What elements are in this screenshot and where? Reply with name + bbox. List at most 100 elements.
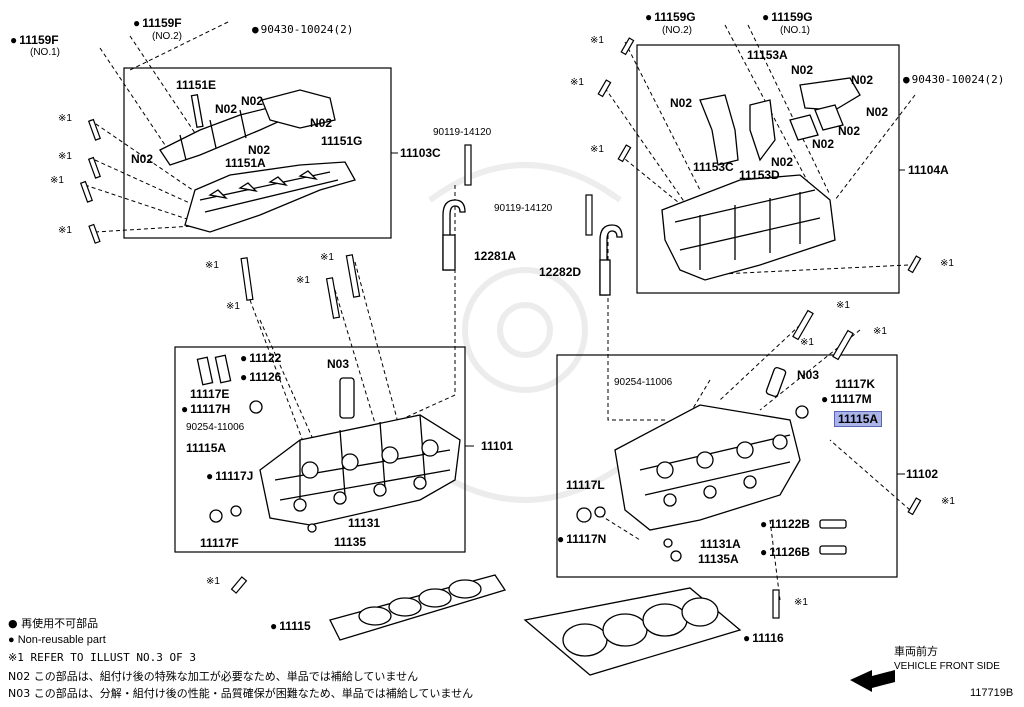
label-11153A[interactable]: 11153A: [747, 48, 788, 62]
ref-mark-14: ※1: [836, 300, 850, 311]
engine-hooks: [442, 199, 623, 296]
legend-n03-code: N03: [8, 687, 31, 700]
ref-mark-12: ※1: [296, 275, 310, 286]
bolts: [79, 37, 922, 619]
label-11159G-no1-sub: (NO.1): [780, 25, 810, 36]
label-90119-b[interactable]: 90119-14120: [494, 203, 553, 214]
label-N03-right[interactable]: N03: [797, 368, 820, 382]
ref-mark-1: ※1: [58, 113, 72, 124]
label-N02-b[interactable]: N02: [241, 94, 264, 108]
cylinder-head-11102: [576, 366, 847, 562]
label-11151A[interactable]: 11151A: [225, 156, 266, 170]
legend-n02-note: N02 この部品は、組付け後の特殊な加工が必要なため、単品では補給していません: [8, 670, 418, 683]
label-11135[interactable]: 11135: [334, 535, 367, 549]
label-11117K[interactable]: 11117K: [835, 377, 876, 391]
label-11117L[interactable]: 11117L: [566, 478, 605, 492]
legend-n02-text: この部品は、組付け後の特殊な加工が必要なため、単品では補給していません: [33, 670, 419, 683]
label-11117J[interactable]: 11117J: [206, 469, 253, 483]
label-11151E[interactable]: 11151E: [176, 78, 217, 92]
label-11159F-no2-sub: (NO.2): [152, 31, 182, 42]
label-11159F-no1[interactable]: 11159F: [10, 33, 58, 47]
label-11117F[interactable]: 11117F: [200, 536, 239, 550]
label-11117N[interactable]: 11117N: [557, 532, 606, 546]
label-11131[interactable]: 11131: [348, 516, 381, 530]
label-90430-right[interactable]: 90430-10024(2): [903, 73, 1005, 87]
ref-mark-9: ※1: [205, 260, 219, 271]
label-N02-l[interactable]: N02: [771, 155, 794, 169]
label-11116[interactable]: 11116: [743, 631, 783, 645]
legend-ref-note: ※1 REFER TO ILLUST NO.3 OF 3: [8, 651, 197, 664]
label-N02-j[interactable]: N02: [838, 124, 861, 138]
label-N02-e[interactable]: N02: [131, 152, 154, 166]
label-11153D[interactable]: 11153D: [739, 168, 780, 182]
gasket-11115: [329, 574, 507, 641]
label-11117H[interactable]: 11117H: [181, 402, 230, 416]
label-N02-g[interactable]: N02: [851, 73, 874, 87]
label-N02-h[interactable]: N02: [670, 96, 693, 110]
label-11126B[interactable]: 11126B: [760, 545, 810, 559]
legend-n02-code: N02: [8, 670, 31, 683]
label-11126[interactable]: 11126: [240, 370, 281, 384]
label-90254-right[interactable]: 90254-11006: [614, 377, 673, 388]
legend-nonreusable-jp: ● 再使用不可部品: [8, 617, 99, 630]
label-11135A[interactable]: 11135A: [698, 552, 739, 566]
ref-mark-2: ※1: [58, 151, 72, 162]
label-11159G-no2[interactable]: 11159G: [645, 10, 695, 24]
ref-mark-5: ※1: [590, 35, 604, 46]
ref-mark-8: ※1: [940, 258, 954, 269]
ref-mark-7: ※1: [590, 144, 604, 155]
label-11103C[interactable]: 11103C: [400, 146, 441, 160]
label-11151G[interactable]: 11151G: [321, 134, 363, 148]
ref-mark-16: ※1: [800, 337, 814, 348]
label-11122B[interactable]: 11122B: [760, 517, 810, 531]
frame-11102: [556, 354, 898, 578]
label-12282D[interactable]: 12282D: [539, 265, 582, 279]
label-11102[interactable]: 11102: [906, 467, 939, 481]
label-11131A[interactable]: 11131A: [700, 537, 741, 551]
legend-n03-text: この部品は、分解・組付け後の性能・品質確保が困難なため、単品では補給していません: [33, 687, 474, 700]
gasket-11116: [523, 587, 742, 676]
label-N02-k[interactable]: N02: [812, 137, 835, 151]
figure-id: 117719B: [970, 687, 1014, 699]
front-arrow-icon: [850, 670, 895, 692]
ref-mark-6: ※1: [570, 77, 584, 88]
dashed-leaders: [84, 21, 916, 601]
cam-housing-11103C: [159, 89, 356, 233]
legend-n03-note: N03 この部品は、分解・組付け後の性能・品質確保が困難なため、単品では補給して…: [8, 687, 473, 700]
label-11104A[interactable]: 11104A: [908, 163, 949, 177]
ref-mark-11: ※1: [320, 252, 334, 263]
ref-mark-17: ※1: [941, 496, 955, 507]
label-90119-a[interactable]: 90119-14120: [433, 127, 492, 138]
label-11115A-right-highlighted[interactable]: 11115A: [834, 411, 883, 427]
label-N02-a[interactable]: N02: [215, 102, 238, 116]
ref-mark-4: ※1: [58, 225, 72, 236]
ref-mark-10: ※1: [226, 301, 240, 312]
frame-11101: [174, 346, 466, 553]
label-N02-i[interactable]: N02: [866, 105, 889, 119]
label-11159G-no1[interactable]: 11159G: [762, 10, 812, 24]
label-90254-left[interactable]: 90254-11006: [186, 422, 245, 433]
label-N02-f[interactable]: N02: [791, 63, 814, 77]
front-label-en: VEHICLE FRONT SIDE: [894, 661, 1000, 672]
label-90430-left[interactable]: 90430-10024(2): [252, 23, 354, 37]
label-12281A[interactable]: 12281A: [474, 249, 517, 263]
label-11117E[interactable]: 11117E: [190, 387, 230, 401]
label-11159F-no2[interactable]: 11159F: [133, 16, 181, 30]
label-11101[interactable]: 11101: [481, 439, 514, 453]
label-11117M[interactable]: 11117M: [821, 392, 871, 406]
label-N02-c[interactable]: N02: [310, 116, 333, 130]
label-11122[interactable]: 11122: [240, 351, 281, 365]
ref-mark-15: ※1: [873, 326, 887, 337]
label-N02-d[interactable]: N02: [248, 143, 271, 157]
ref-mark-18: ※1: [794, 597, 808, 608]
frame-leaders: [391, 152, 905, 475]
ref-mark-3: ※1: [50, 175, 64, 186]
cylinder-head-11101: [196, 354, 461, 533]
label-11153C[interactable]: 11153C: [693, 160, 734, 174]
label-N03-left[interactable]: N03: [327, 357, 350, 371]
label-11115[interactable]: 11115: [270, 619, 310, 633]
label-11115A-left[interactable]: 11115A: [186, 441, 227, 455]
front-label-jp: 車両前方: [894, 645, 938, 658]
